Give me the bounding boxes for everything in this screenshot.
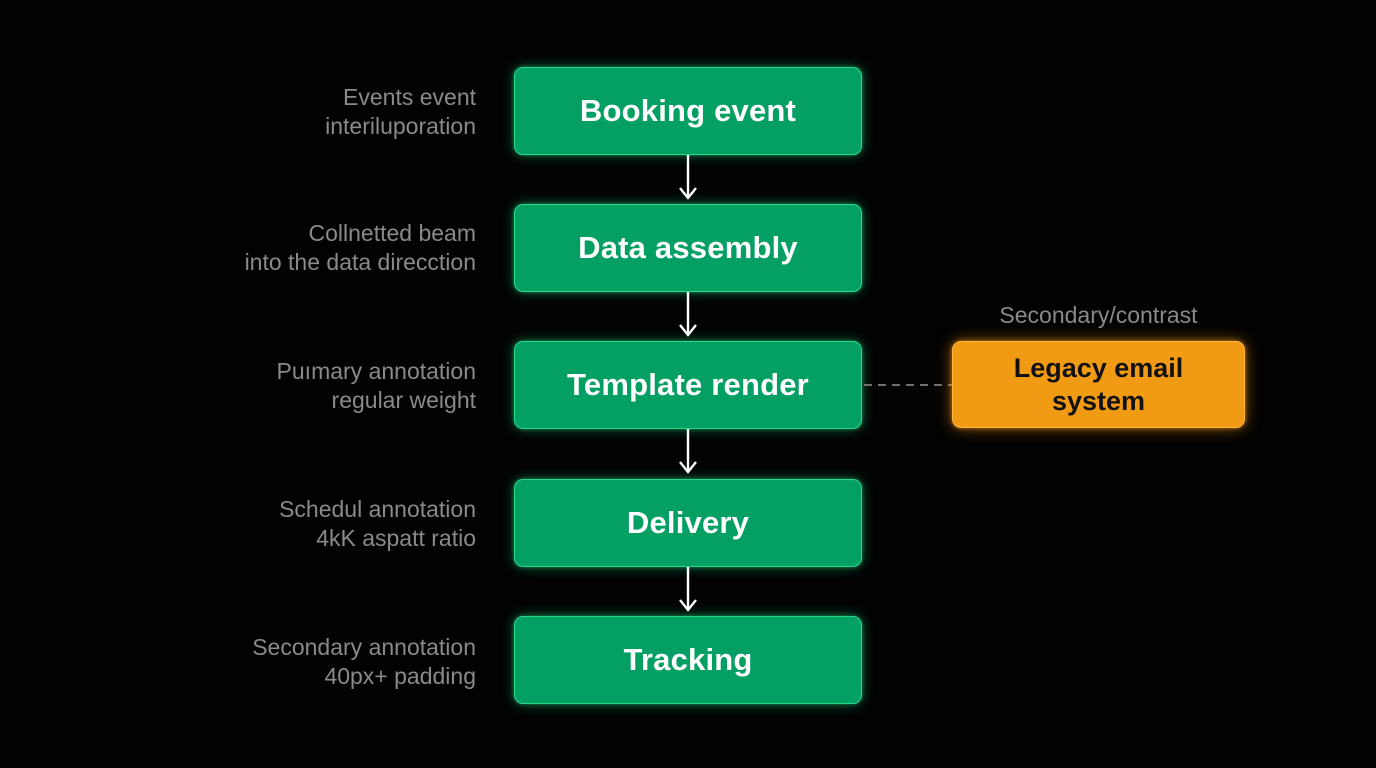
step-data-assembly: Data assembly — [514, 204, 862, 292]
step-tracking: Tracking — [514, 616, 862, 704]
legacy-caption: Secondary/contrast — [999, 302, 1198, 328]
dashed-connector — [864, 384, 952, 386]
legacy-box-line: Legacy email — [1013, 352, 1184, 383]
step-template-render: Template render — [514, 341, 862, 429]
arrow-down-icon — [679, 567, 697, 612]
annotation-delivery: Schedul annotation 4kK aspatt ratio — [176, 495, 476, 553]
annotation-line: into the data direcction — [244, 249, 476, 275]
step-booking-event: Booking event — [514, 67, 862, 155]
arrow-down-icon — [679, 292, 697, 337]
arrow-down-icon — [679, 155, 697, 200]
annotation-line: interiluporation — [325, 113, 476, 139]
legacy-box-label: Legacy email system — [1014, 352, 1184, 418]
arrow-down-icon — [679, 429, 697, 474]
legacy-box-line: system — [1051, 385, 1146, 416]
annotation-line: Events event — [343, 84, 476, 110]
step-delivery: Delivery — [514, 479, 862, 567]
annotation-line: regular weight — [331, 387, 476, 413]
annotation-tracking: Secondary annotation 40px+ padding — [176, 633, 476, 691]
annotation-template-render: Puımary annotation regular weight — [176, 357, 476, 415]
annotation-line: 40px+ padding — [324, 663, 476, 689]
annotation-line: Collnetted beam — [308, 220, 477, 246]
annotation-line: 4kK aspatt ratio — [316, 525, 476, 551]
annotation-line: Secondary annotation — [252, 634, 476, 660]
annotation-line: Schedul annotation — [279, 496, 476, 522]
annotation-line: Puımary annotation — [276, 358, 476, 384]
annotation-booking-event: Events event interiluporation — [176, 83, 476, 141]
legacy-email-system-box: Legacy email system — [952, 341, 1245, 428]
annotation-data-assembly: Collnetted beam into the data direcction — [176, 219, 476, 277]
